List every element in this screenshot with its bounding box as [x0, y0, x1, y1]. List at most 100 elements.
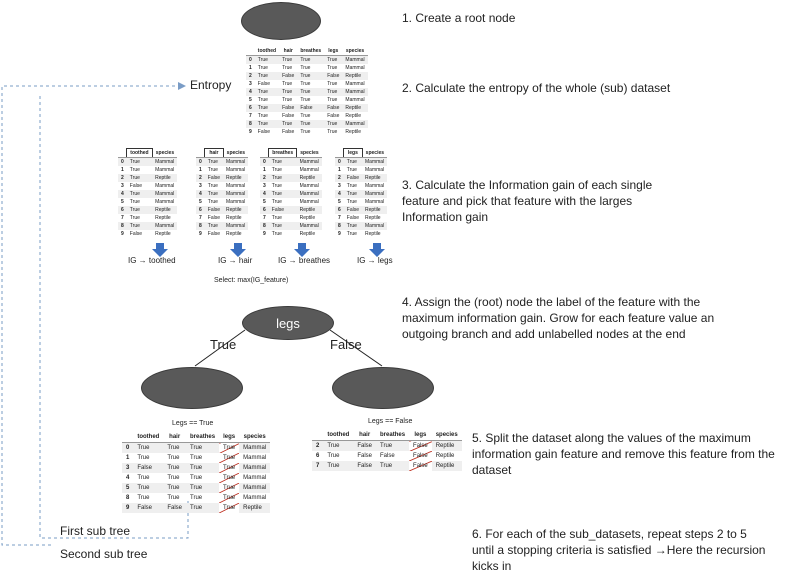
table-cell: Mammal — [362, 190, 388, 198]
child-node-false — [332, 367, 434, 409]
column-header: species — [362, 148, 388, 158]
table-cell: True — [346, 231, 357, 237]
table-cell: True — [186, 503, 220, 513]
branch-false-label: False — [330, 337, 362, 352]
table-cell: True — [133, 483, 164, 493]
table-cell: True — [279, 55, 298, 64]
table-cell: True — [268, 174, 297, 182]
table-cell: 3 — [249, 81, 252, 87]
table-cell: Reptile — [296, 174, 322, 182]
child-node-true — [141, 367, 243, 409]
select-label: Select: max(IG_feature) — [214, 277, 289, 284]
table-cell: True — [376, 461, 410, 471]
table-cell: Mammal — [365, 183, 385, 189]
column-header — [196, 148, 205, 158]
table-cell: True — [327, 65, 338, 71]
table-cell: True — [323, 440, 354, 451]
step-3: 3. Calculate the Information gain of eac… — [402, 178, 653, 224]
table-cell: 9 — [263, 231, 266, 237]
false-branch-edge — [329, 329, 383, 367]
entropy-label: Entropy — [190, 78, 232, 92]
table-cell: True — [300, 113, 311, 119]
table-cell: True — [137, 455, 150, 461]
column-header: breathes — [268, 148, 298, 158]
table-cell: Mammal — [296, 222, 322, 230]
table-cell: True — [268, 222, 297, 230]
table-cell: 2 — [260, 174, 269, 182]
column-header: species — [223, 148, 249, 158]
table-cell: True — [167, 495, 180, 501]
column-header: hair — [163, 432, 187, 443]
column-header: toothed — [126, 148, 153, 158]
table-cell: 8 — [118, 222, 127, 230]
table-cell: True — [323, 461, 354, 471]
table-cell: 9 — [121, 231, 124, 237]
table-cell: False — [257, 81, 271, 87]
table-cell: Reptile — [362, 206, 388, 214]
table-cell: 2 — [312, 440, 324, 451]
table-cell: True — [207, 183, 218, 189]
table-cell: True — [163, 463, 187, 473]
table-cell: Reptile — [226, 231, 242, 237]
table-cell: Mammal — [342, 55, 368, 64]
down-arrow-icon — [152, 243, 168, 257]
table-cell: Mammal — [243, 475, 267, 481]
table-cell: False — [129, 231, 143, 237]
table-cell: Mammal — [345, 65, 365, 71]
table-cell: True — [324, 88, 343, 96]
table-cell: True — [271, 231, 282, 237]
table-cell: Mammal — [239, 463, 271, 473]
table-cell: False — [357, 453, 373, 459]
table-cell: Mammal — [296, 157, 322, 166]
table-cell: 9 — [199, 231, 202, 237]
column-header — [312, 430, 324, 441]
table-cell: 0 — [260, 157, 269, 166]
table-cell: True — [282, 97, 293, 103]
column-header: legs — [219, 432, 240, 443]
table-cell: True — [324, 120, 343, 128]
table-cell: True — [300, 81, 311, 87]
table-cell: True — [324, 55, 343, 64]
table-cell: 3 — [263, 183, 266, 189]
table-cell: True — [271, 183, 282, 189]
table-cell: 7 — [199, 215, 202, 221]
table-cell: 2 — [246, 72, 255, 80]
table-cell: True — [271, 215, 282, 221]
table-cell: 6 — [196, 206, 205, 214]
table-cell: Mammal — [223, 157, 249, 166]
table-cell: Reptile — [435, 453, 455, 459]
table-row: 3 True Mammal — [196, 182, 248, 190]
table-cell: Mammal — [152, 157, 178, 166]
table-cell: 5 — [122, 483, 134, 493]
table-cell: Mammal — [152, 222, 178, 230]
table-cell: True — [268, 190, 297, 198]
table-cell: 3 — [199, 183, 202, 189]
table-cell: 1 — [338, 167, 341, 173]
table-cell: 6 — [246, 104, 255, 112]
column-header: legs — [343, 148, 363, 158]
table-cell: 3 — [122, 463, 134, 473]
down-arrow-icon — [230, 243, 246, 257]
table-cell: Mammal — [226, 183, 246, 189]
table-cell: Reptile — [296, 206, 322, 214]
table-cell: 7 — [338, 215, 341, 221]
table-cell: Reptile — [431, 461, 462, 471]
